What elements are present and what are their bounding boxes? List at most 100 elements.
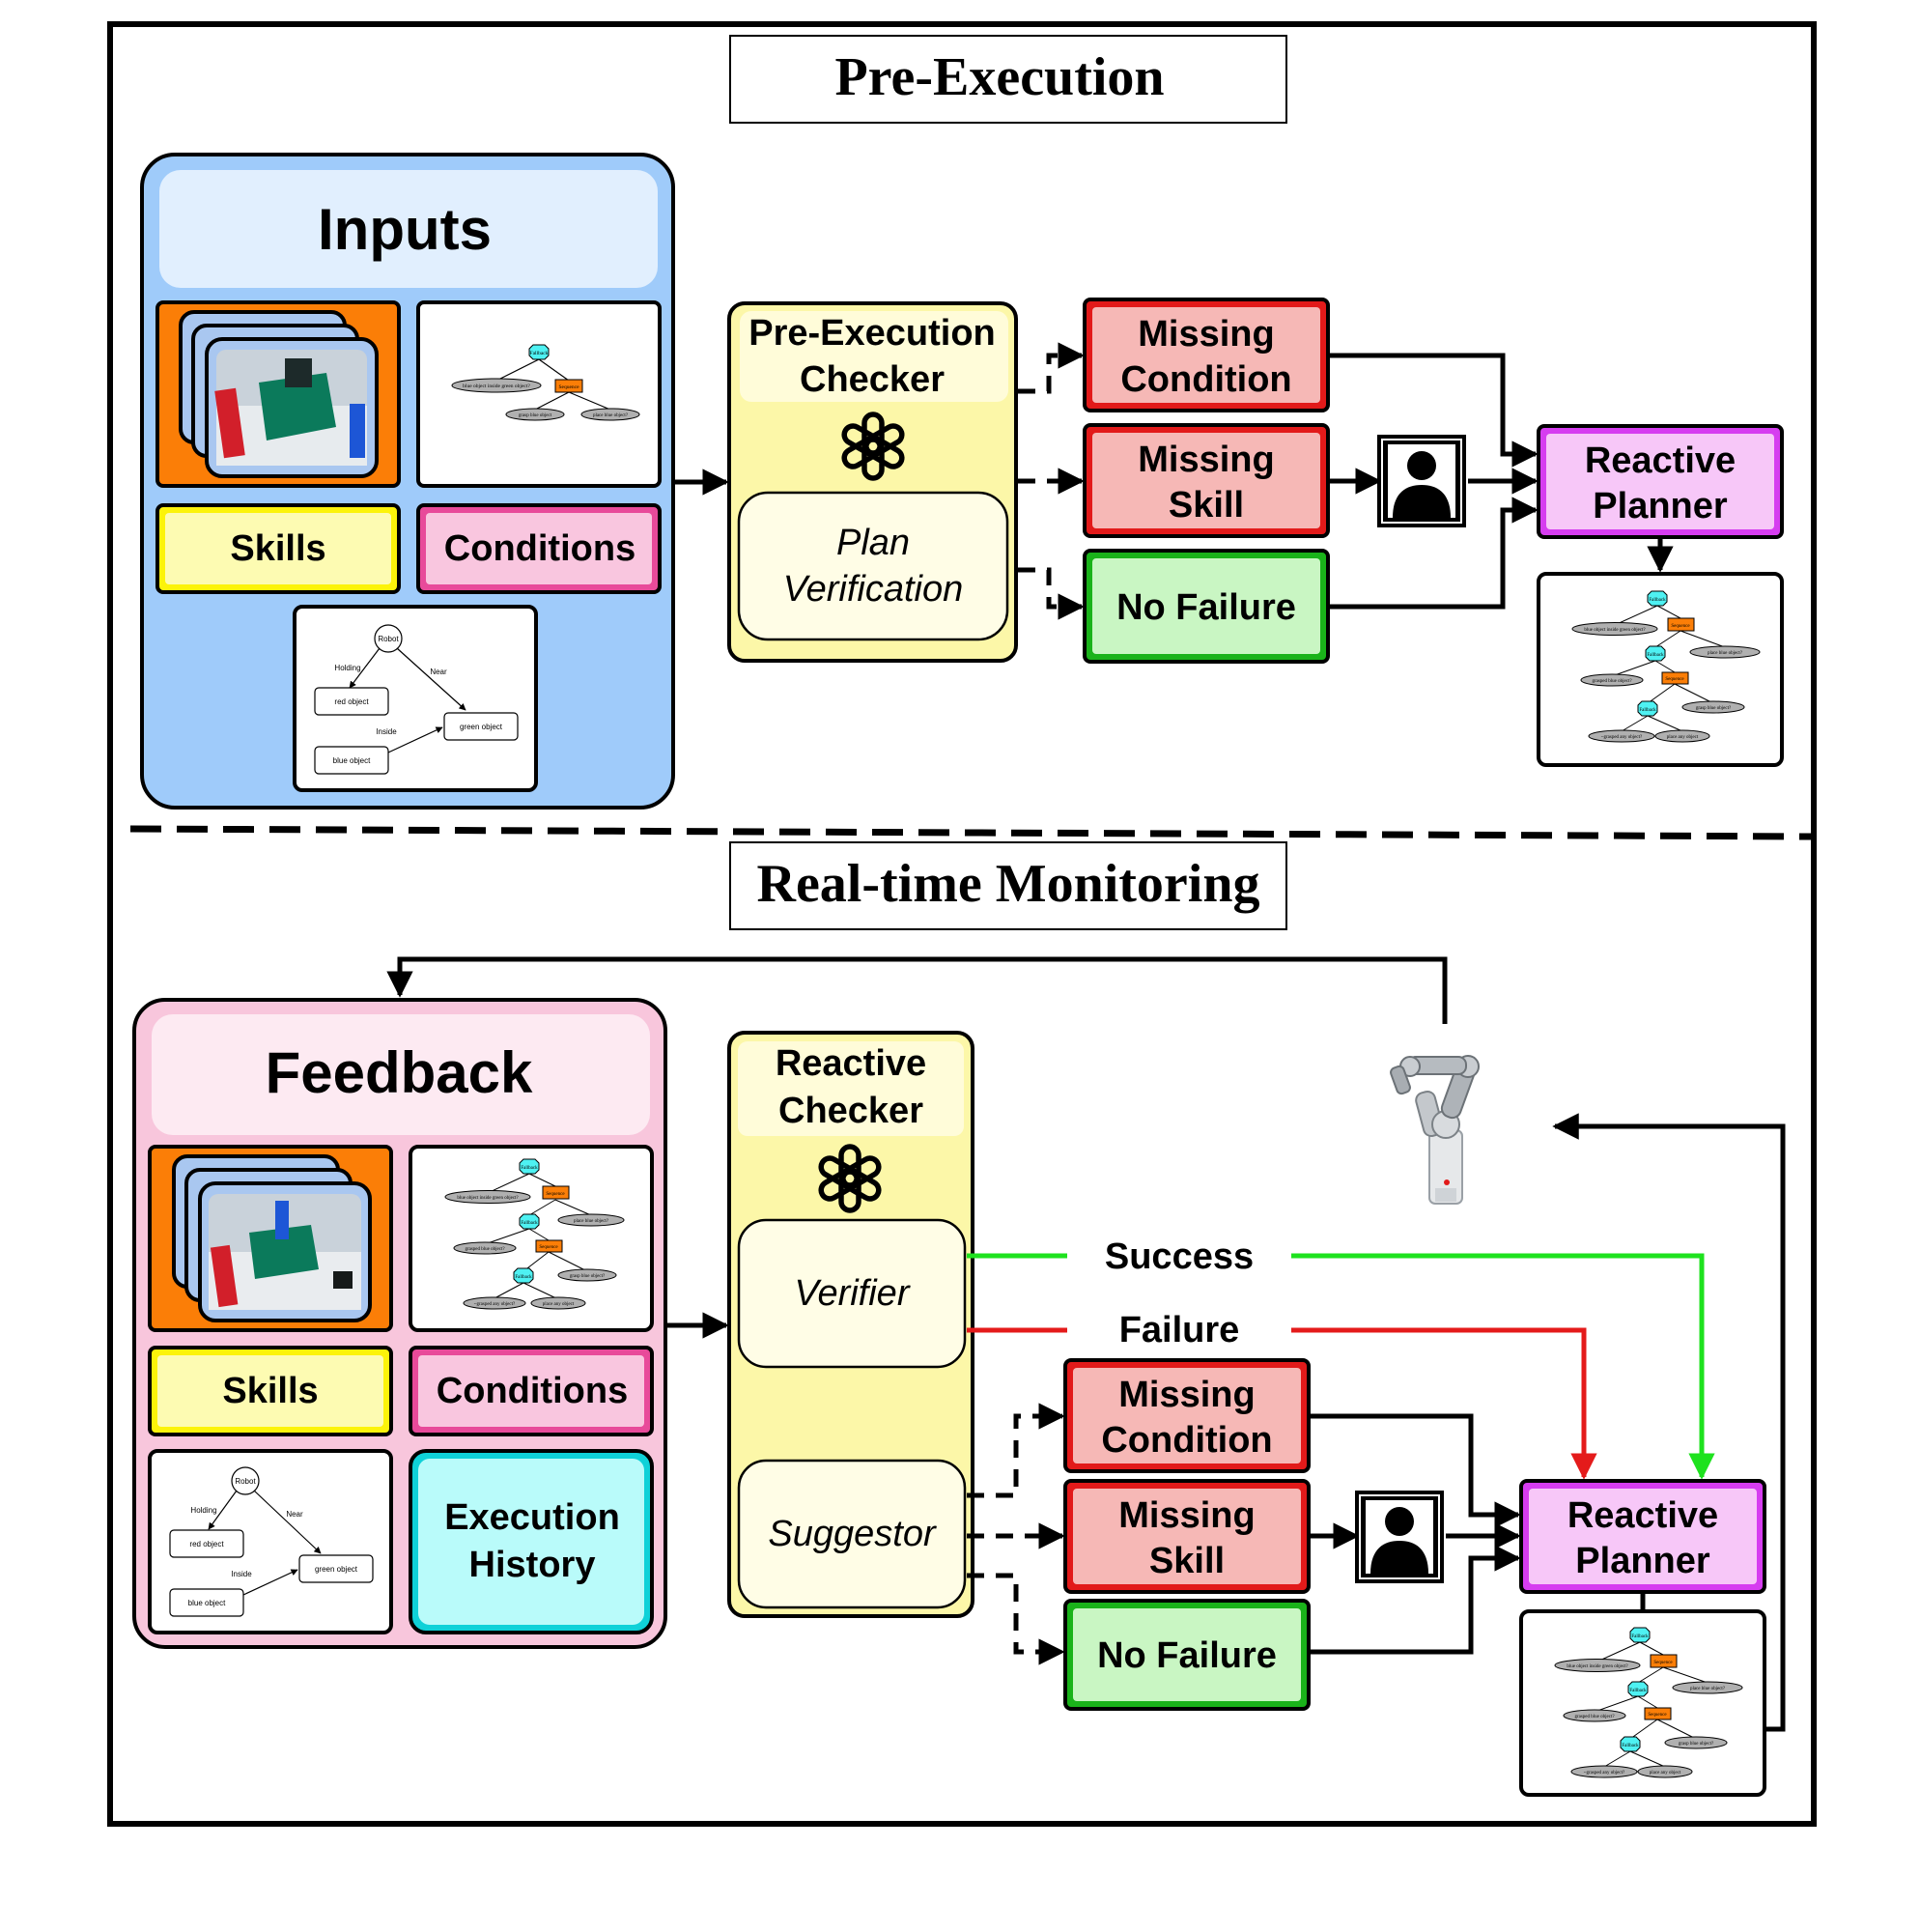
inputs-title: Inputs [318,197,492,262]
rt-reactive-planner: Reactive Planner [1519,1479,1766,1594]
person-icon [1377,435,1466,527]
suggestor-branch-arrows [967,1403,1065,1665]
pre-checker-branch-arrows [1018,342,1085,620]
svg-text:Reactive: Reactive [1567,1495,1718,1536]
suggestor-label: Suggestor [768,1514,937,1554]
realtime-title: Real-time Monitoring [757,854,1260,914]
camera-stack-icon [155,300,401,488]
svg-text:Planner: Planner [1593,486,1728,526]
inputs-conditions-label: Conditions [444,528,635,569]
feedback-conditions-label: Conditions [437,1371,628,1411]
svg-text:grasped blue object?: grasped blue object? [465,1247,505,1252]
rt-no-failure: No Failure [1063,1599,1311,1711]
svg-text:Skill: Skill [1149,1541,1225,1581]
svg-text:Missing: Missing [1138,440,1274,480]
svg-text:Robot: Robot [378,635,399,643]
reactive-checker-title-1: Reactive [776,1043,926,1084]
feedback-scene-graph: Robot Holding Near red object green obje… [148,1449,393,1634]
svg-text:Fallback: Fallback [1622,1744,1639,1748]
svg-text:red object: red object [189,1540,224,1548]
inputs-skills-label: Skills [230,528,325,569]
outer-frame [107,21,1817,1827]
svg-text:History: History [469,1545,596,1585]
realtime-title-box [729,841,1287,930]
pre-checker-title-2: Checker [800,359,945,400]
pre-execution-title: Pre-Execution [834,47,1164,107]
plan-verification-2: Verification [783,569,964,610]
svg-text:Sequence: Sequence [1671,624,1690,629]
svg-text:Fallback: Fallback [1629,1689,1647,1693]
svg-text:blue object: blue object [333,756,371,765]
feedback-camera-stack-icon [148,1145,393,1332]
svg-text:No Failure: No Failure [1116,587,1296,628]
svg-text:~grasped any object?: ~grasped any object? [1584,1771,1625,1776]
svg-text:Sequence: Sequence [1653,1661,1673,1665]
svg-text:Sequence: Sequence [1648,1713,1667,1718]
feedback-header [152,1014,650,1135]
svg-text:red object: red object [334,697,369,706]
rt-missing-condition: Missing Condition [1063,1358,1311,1473]
plan-verification-box [737,491,1009,641]
svg-text:Condition: Condition [1101,1420,1272,1461]
svg-text:Sequence: Sequence [539,1245,558,1250]
suggestor-box [737,1459,967,1609]
svg-text:Missing: Missing [1118,1495,1255,1536]
pre-missing-condition: Missing Condition [1083,298,1330,412]
section-divider [129,825,1812,840]
svg-text:green object: green object [460,723,503,731]
rt-person-icon [1355,1491,1444,1583]
svg-text:green object: green object [315,1565,358,1574]
execution-history-box: Execution History [409,1449,654,1634]
svg-text:Inside: Inside [231,1570,252,1578]
svg-text:Condition: Condition [1120,359,1291,400]
reactive-checker-title-2: Checker [778,1091,923,1131]
pre-reactive-planner: Reactive Planner [1537,424,1784,539]
svg-text:Fallback: Fallback [515,1275,532,1280]
svg-text:grasped blue object?: grasped blue object? [1574,1715,1615,1719]
svg-text:Skill: Skill [1169,485,1244,526]
svg-text:blue object inside green objec: blue object inside green object? [457,1196,519,1201]
svg-text:place any object: place any object [543,1302,575,1307]
svg-text:grasp blue object?: grasp blue object? [1696,706,1732,711]
svg-text:Fallback: Fallback [530,351,549,356]
svg-text:Holding: Holding [190,1506,216,1515]
pre-execution-title-box [729,35,1287,124]
svg-text:grasped blue object?: grasped blue object? [1592,679,1632,684]
pre-outcome-to-planner-arrows [1329,353,1539,610]
pre-missing-skill: Missing Skill [1083,423,1330,538]
svg-text:place any object: place any object [1650,1771,1681,1776]
svg-text:~grasped any object?: ~grasped any object? [1601,735,1643,740]
svg-text:place blue object?: place blue object? [1708,651,1743,656]
tree-to-robot-arrow [1552,1113,1786,1732]
svg-text:Missing: Missing [1138,314,1274,355]
pre-checker-title-1: Pre-Execution [748,313,996,354]
svg-text:grasp blue object?: grasp blue object? [570,1274,606,1279]
svg-text:Sequence: Sequence [558,384,579,390]
svg-text:Fallback: Fallback [1649,598,1666,603]
svg-text:~grasped any object?: ~grasped any object? [474,1302,516,1307]
feedback-skills-label: Skills [222,1371,318,1411]
svg-text:grasp blue object: grasp blue object [519,413,552,418]
failure-label: Failure [1119,1310,1240,1350]
verifier-label: Verifier [795,1273,911,1314]
svg-text:Holding: Holding [334,664,360,672]
svg-text:Reactive: Reactive [1585,440,1736,481]
svg-text:Sequence: Sequence [546,1192,565,1197]
svg-text:Fallback: Fallback [1647,653,1664,658]
svg-text:grasp blue object?: grasp blue object? [1679,1742,1714,1747]
svg-text:Sequence: Sequence [1665,677,1684,682]
svg-text:blue object inside green objec: blue object inside green object? [463,384,530,389]
svg-text:Planner: Planner [1575,1541,1710,1581]
failure-label-bg [1067,1307,1291,1351]
svg-text:Fallback: Fallback [521,1221,538,1226]
scene-graph-thumbnail: Robot Holding Near red object green obje… [293,605,538,792]
svg-text:blue object inside green objec: blue object inside green object? [1584,628,1646,633]
rt-missing-skill: Missing Skill [1063,1479,1311,1594]
pre-no-failure: No Failure [1083,549,1330,664]
success-label: Success [1105,1236,1254,1277]
svg-text:place blue object?: place blue object? [574,1219,609,1224]
robot-to-feedback-arrow [386,956,1448,1024]
robot-arm-icon [1390,1055,1480,1205]
rt-outcome-to-planner-arrows [1310,1413,1521,1655]
